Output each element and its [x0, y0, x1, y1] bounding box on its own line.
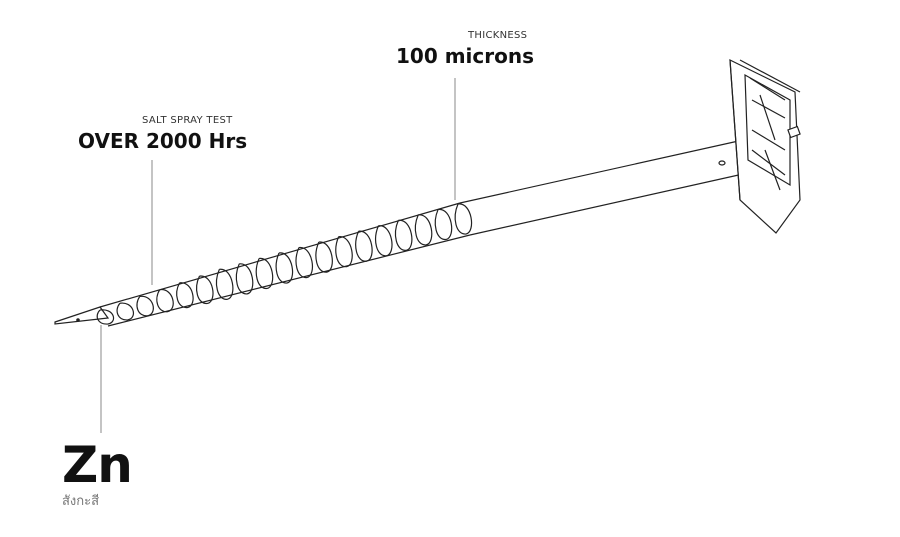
thread-loop: [215, 268, 234, 300]
coating-symbol: Zn: [62, 436, 133, 494]
coating-caption: สังกะสี: [62, 494, 100, 509]
salt-spray-caption: SALT SPRAY TEST: [142, 115, 233, 126]
thickness-caption: THICKNESS: [468, 30, 528, 41]
salt-spray-value: OVER 2000 Hrs: [78, 129, 248, 153]
thread-loop: [116, 302, 135, 321]
thread-loop: [335, 236, 353, 268]
mounting-bracket: [729, 58, 801, 234]
thread-loop: [235, 263, 254, 295]
thread-loop: [375, 225, 393, 257]
thickness-value: 100 microns: [396, 44, 535, 68]
thread-loop: [355, 230, 373, 262]
screw-threads: [96, 203, 473, 325]
thread-loop: [275, 252, 294, 284]
thread-loop: [414, 214, 433, 246]
thread-loop: [96, 309, 115, 325]
thread-loop: [196, 275, 214, 305]
thread-loop: [315, 241, 333, 273]
thread-loop: [454, 203, 473, 235]
thread-loop: [434, 208, 453, 241]
thread-loop: [295, 246, 314, 279]
screw-shaft: [54, 137, 763, 327]
thread-loop: [394, 219, 413, 251]
thread-loop: [255, 257, 274, 290]
thread-loop: [136, 295, 154, 317]
thread-loop: [156, 289, 174, 313]
thread-loop: [176, 282, 194, 309]
